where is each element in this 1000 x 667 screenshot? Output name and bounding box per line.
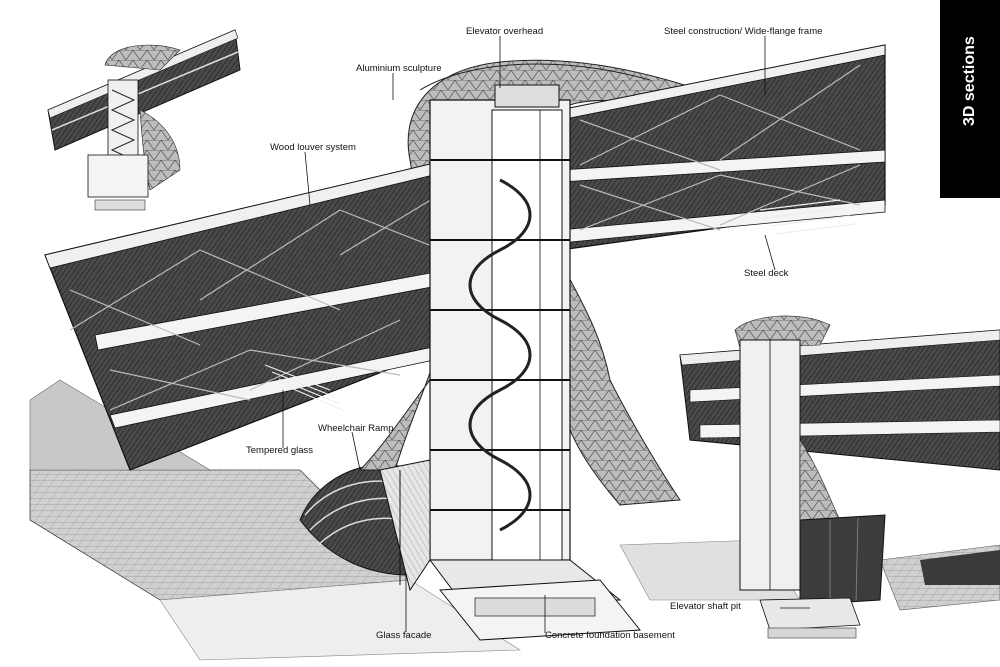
label-steel-deck: Steel deck	[744, 268, 789, 279]
label-aluminium-sculpture: Aluminium sculpture	[356, 63, 442, 74]
label-elevator-overhead: Elevator overhead	[466, 26, 544, 37]
inset-view-bottom-right	[679, 315, 1000, 639]
label-steel-construction: Steel construction/ Wide-flange frame	[664, 26, 823, 37]
central-core-tower	[429, 84, 641, 641]
label-wheelchair-ramp: Wheelchair Ramp	[318, 423, 394, 434]
title-text: 3D sections	[961, 36, 978, 126]
glass-facade	[379, 459, 431, 592]
label-glass-facade: Glass facade	[376, 630, 432, 641]
label-tempered-glass: Tempered glass	[246, 445, 314, 456]
title-band	[940, 0, 1000, 198]
label-wood-louver-system: Wood louver system	[270, 142, 356, 153]
label-elevator-shaft-pit: Elevator shaft pit	[670, 601, 741, 612]
left-cantilever-volume	[44, 149, 496, 471]
leader-lines	[282, 36, 810, 633]
label-concrete-foundation-basement: Concrete foundation basement	[545, 630, 675, 641]
inset-view-top-left	[47, 29, 241, 211]
